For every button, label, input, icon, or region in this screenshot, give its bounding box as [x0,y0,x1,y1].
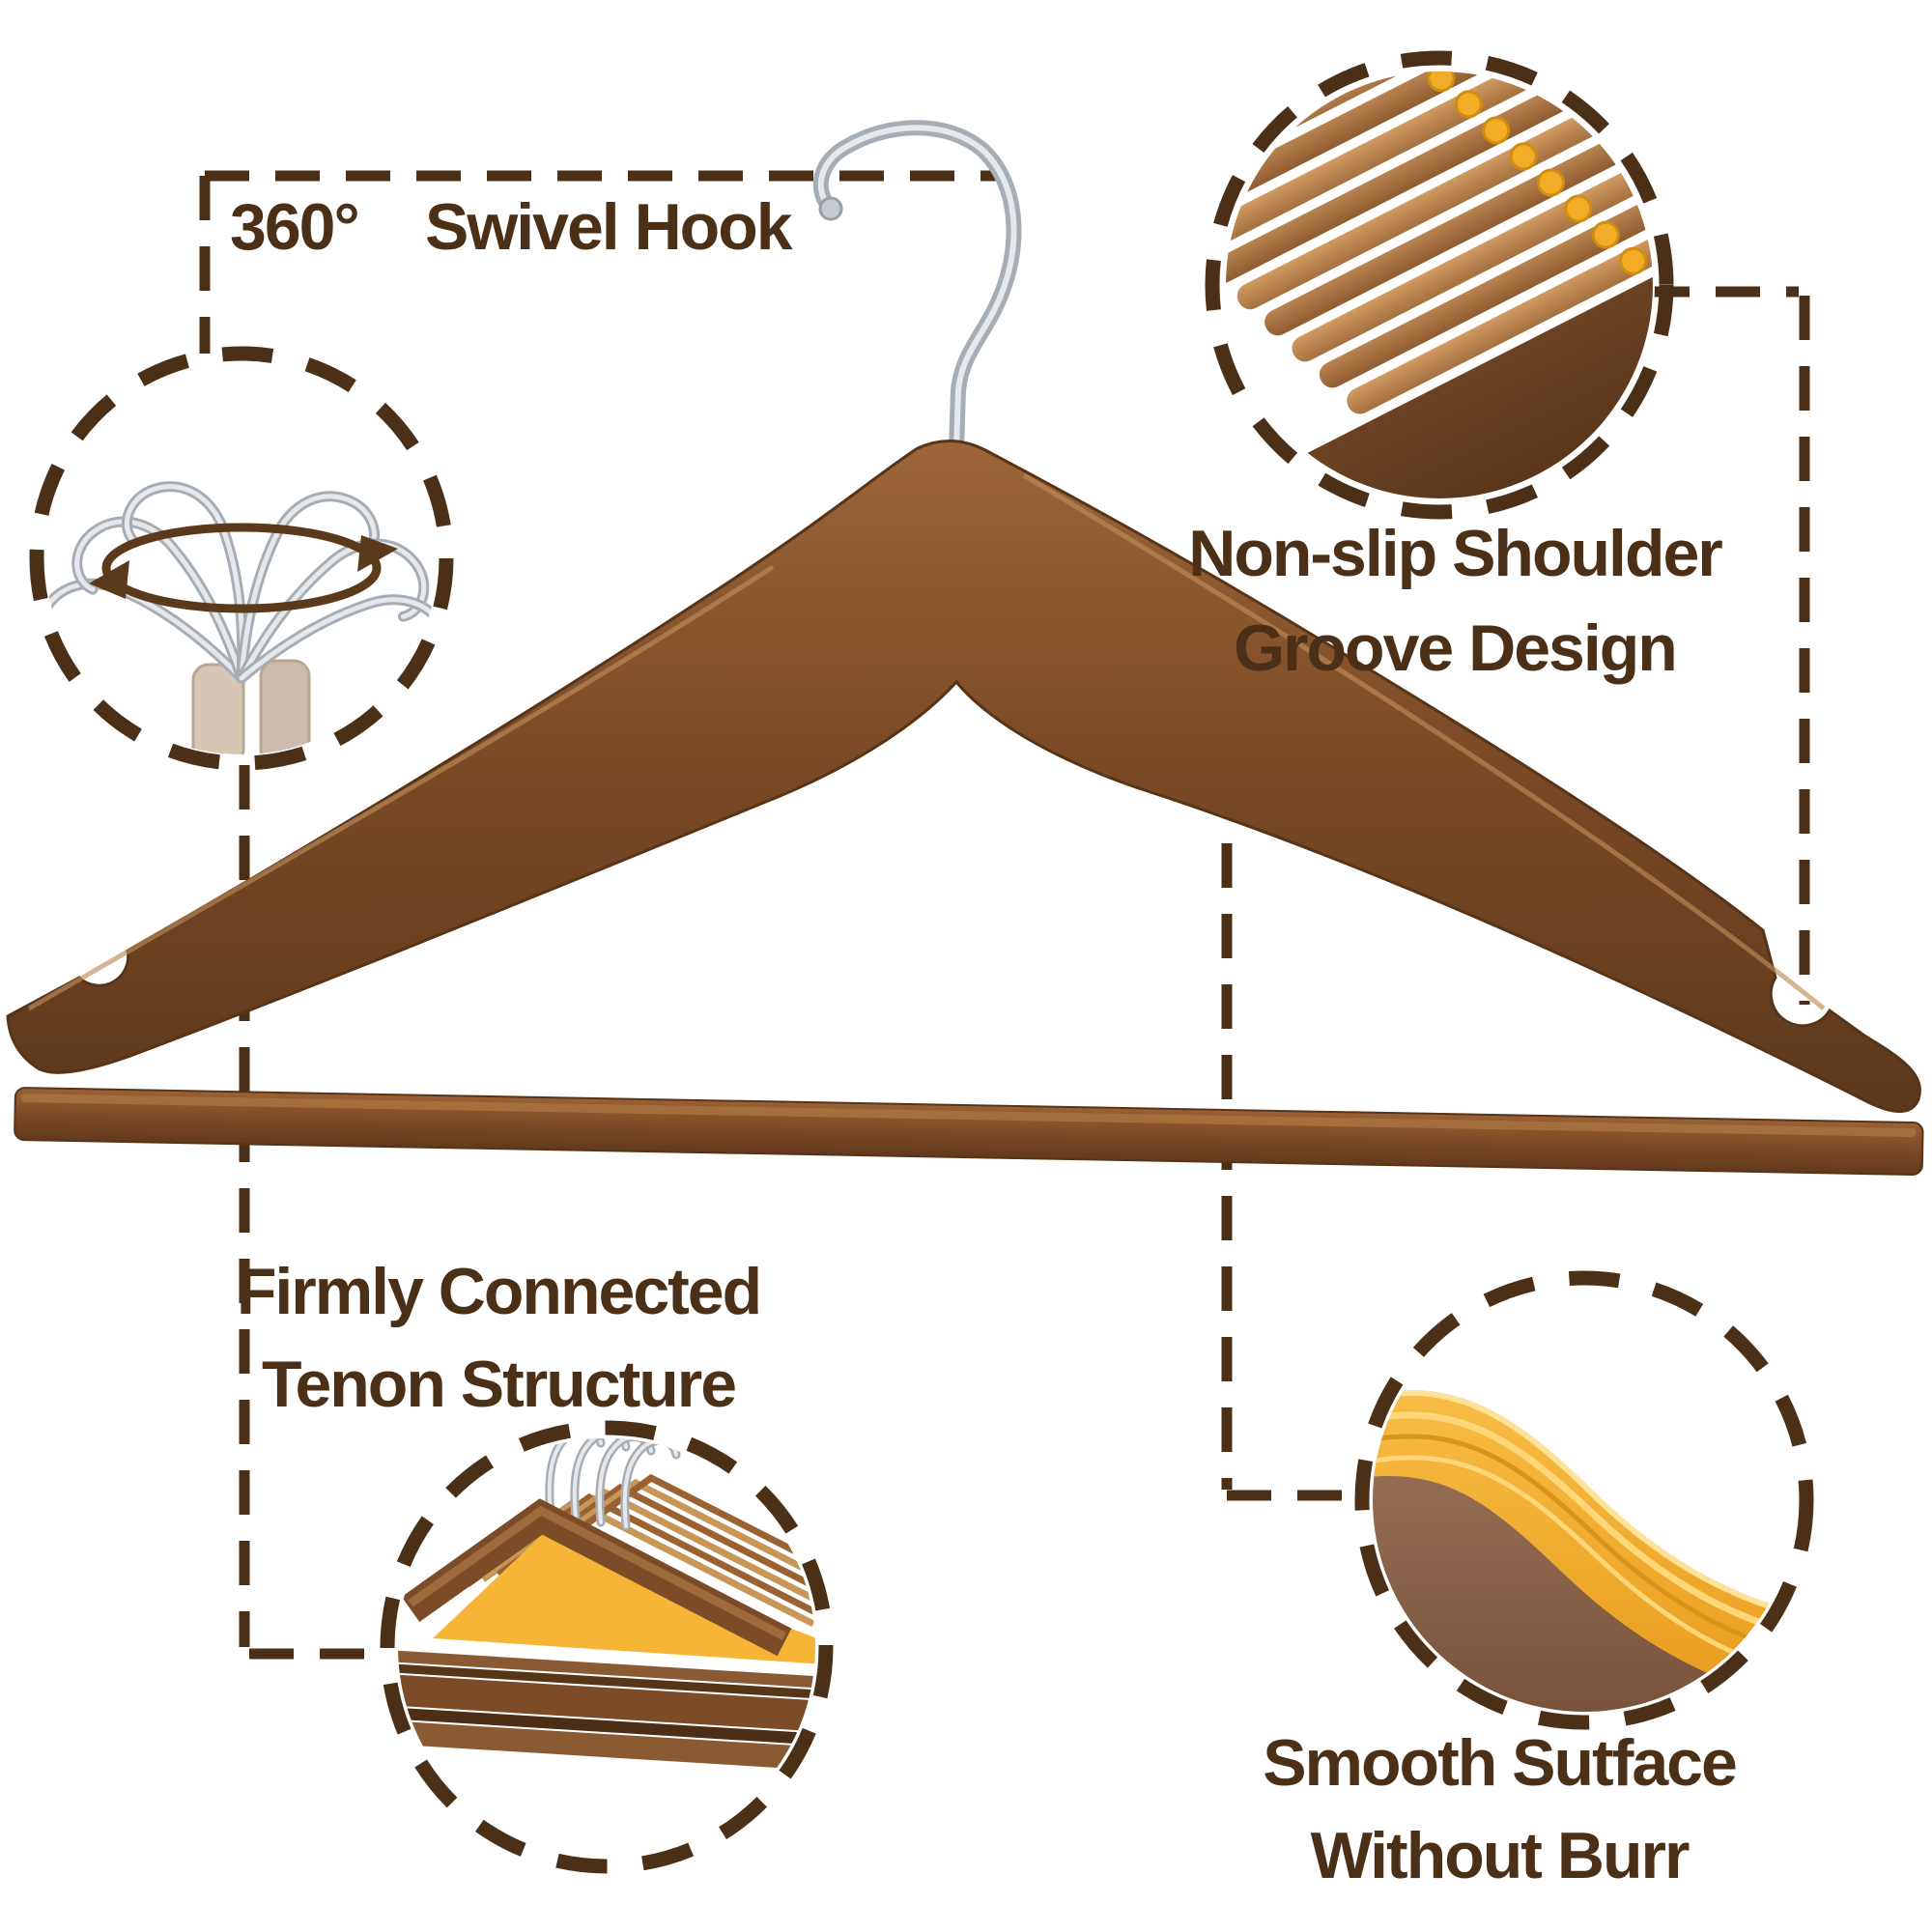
groove-marker-dot [1591,220,1620,249]
bar-layer [398,1649,815,1694]
inset-tenon-detail [380,1420,834,1874]
groove-marker-dot [1454,90,1483,119]
trouser-bar-highlight [20,1094,1917,1137]
inset-bg [43,360,440,756]
bar-layer [398,1719,815,1776]
trouser-bar [14,1087,1924,1177]
hanger-wood-body [6,439,1921,1113]
swivel-hook-metal [812,120,1022,457]
hanger-shoulder-strip [1292,101,1653,362]
tenon-label-line2: Tenon Structure [262,1348,735,1421]
groove-marker-dot [1482,116,1511,145]
front-shoulder-beam [401,1498,792,1657]
groove-marker-dot [1564,194,1593,223]
hanger-top-cap [259,659,311,754]
labels: 360° Swivel Hook Non-slip Shoulder Groov… [230,190,1738,1892]
swivel-hook-degree: 360° [230,190,358,264]
hook-wire-highlight [817,125,1017,452]
stacked-bars [398,1649,815,1776]
hanger-shoulder-strip [1347,154,1653,414]
rotation-arrowhead-left [89,560,129,599]
fanned-hook [71,516,247,684]
inset-dashed-circle [1354,1270,1814,1730]
inset-smooth-surface-detail [1354,1270,1814,1730]
shoulder-groove-label-line1: Non-slip Shoulder [1188,517,1722,590]
surface-streak [1373,1389,1796,1622]
groove-marker-dot [1427,71,1456,93]
hanger-shoulder-strip [1226,71,1653,258]
hanger-shoulder-strip [1226,71,1640,232]
rotating-swivel-hooks-icon [45,481,438,754]
hook-ball-tip [818,196,843,221]
bar-layer [398,1662,815,1705]
main-hanger [6,120,1924,1177]
fanned-hook [236,594,438,688]
shoulder-outline [480,1488,815,1618]
hanger-shoulder-strip [1319,128,1653,388]
tenon-label-line1: Firmly Connected [237,1255,760,1328]
front-shoulder-highlight [408,1505,787,1640]
rotation-arrowhead-right [357,535,398,572]
groove-marker-dot [1536,168,1565,197]
wood-top-edge-highlight-right [1022,472,1826,1010]
shoulder-groove-label-line2: Groove Design [1234,611,1676,685]
inset-swivel-hook-detail [29,346,454,771]
inset-dashed-circle [380,1420,834,1874]
groove-marker-dot [1619,246,1648,275]
rotation-arrow-ellipse [101,523,382,613]
hanger-top-cap [191,663,245,754]
groove-marker-dot [1509,142,1538,171]
inset-dashed-circle [1205,50,1674,520]
smooth-surface-label-line2: Without Burr [1311,1819,1690,1892]
wood-top-edge-highlight-left [27,564,775,1011]
bar-layer [398,1673,815,1738]
stacked-hangers-tenon-icon [398,1438,815,1776]
inset-dashed-circle [29,346,454,771]
bar-layer [398,1706,815,1751]
smooth-surface-label-line1: Smooth Sutface [1263,1726,1736,1800]
surface-streak [1373,1411,1796,1642]
swivel-hook-label: Swivel Hook [425,190,793,264]
